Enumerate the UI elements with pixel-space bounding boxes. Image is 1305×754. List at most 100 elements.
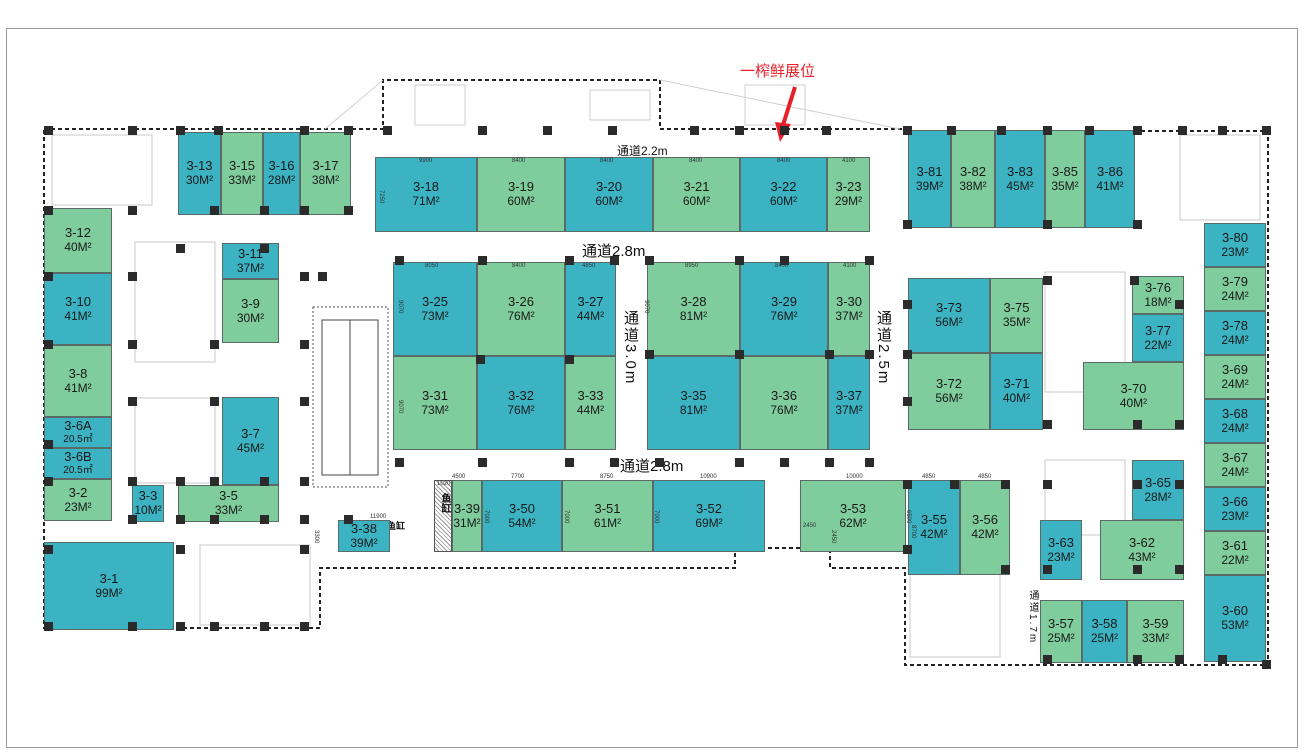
booth-area: 76M²	[770, 308, 798, 323]
pillar	[1175, 300, 1184, 309]
pillar	[44, 206, 53, 215]
dimension-label: 8400	[600, 158, 614, 164]
booth-area: 76M²	[770, 402, 798, 417]
booth-number: 3-51	[594, 500, 621, 516]
pillar	[318, 272, 327, 281]
pillar	[478, 458, 487, 467]
booth-number: 3-59	[1142, 616, 1169, 632]
pillar	[210, 340, 219, 349]
pillar	[1133, 420, 1142, 429]
pillar	[1175, 655, 1184, 664]
booth-number: 3-28	[680, 293, 707, 309]
booth-area: 24M²	[1221, 464, 1249, 479]
booth-number: 3-23	[835, 179, 862, 195]
booth-number: 3-63	[1047, 534, 1075, 550]
pillar	[610, 458, 619, 467]
corridor-1-7m: 通道1.7m	[1027, 590, 1038, 645]
booth-number: 3-6A	[64, 418, 92, 434]
pillar	[128, 397, 137, 406]
pillar	[1130, 276, 1139, 285]
pillar	[1175, 420, 1184, 429]
pillar	[300, 272, 309, 281]
booth-area: 39M²	[915, 178, 944, 193]
pillar	[1262, 660, 1271, 669]
booth-number: 3-22	[770, 179, 797, 195]
pillar	[950, 480, 959, 489]
pillar	[176, 477, 185, 486]
booth-area: 30M²	[236, 310, 265, 325]
pillar	[176, 545, 185, 554]
pillar	[735, 256, 744, 265]
escalator	[312, 306, 389, 488]
dimension-label: 7000	[483, 510, 489, 524]
dimension-label: 4100	[842, 158, 856, 164]
